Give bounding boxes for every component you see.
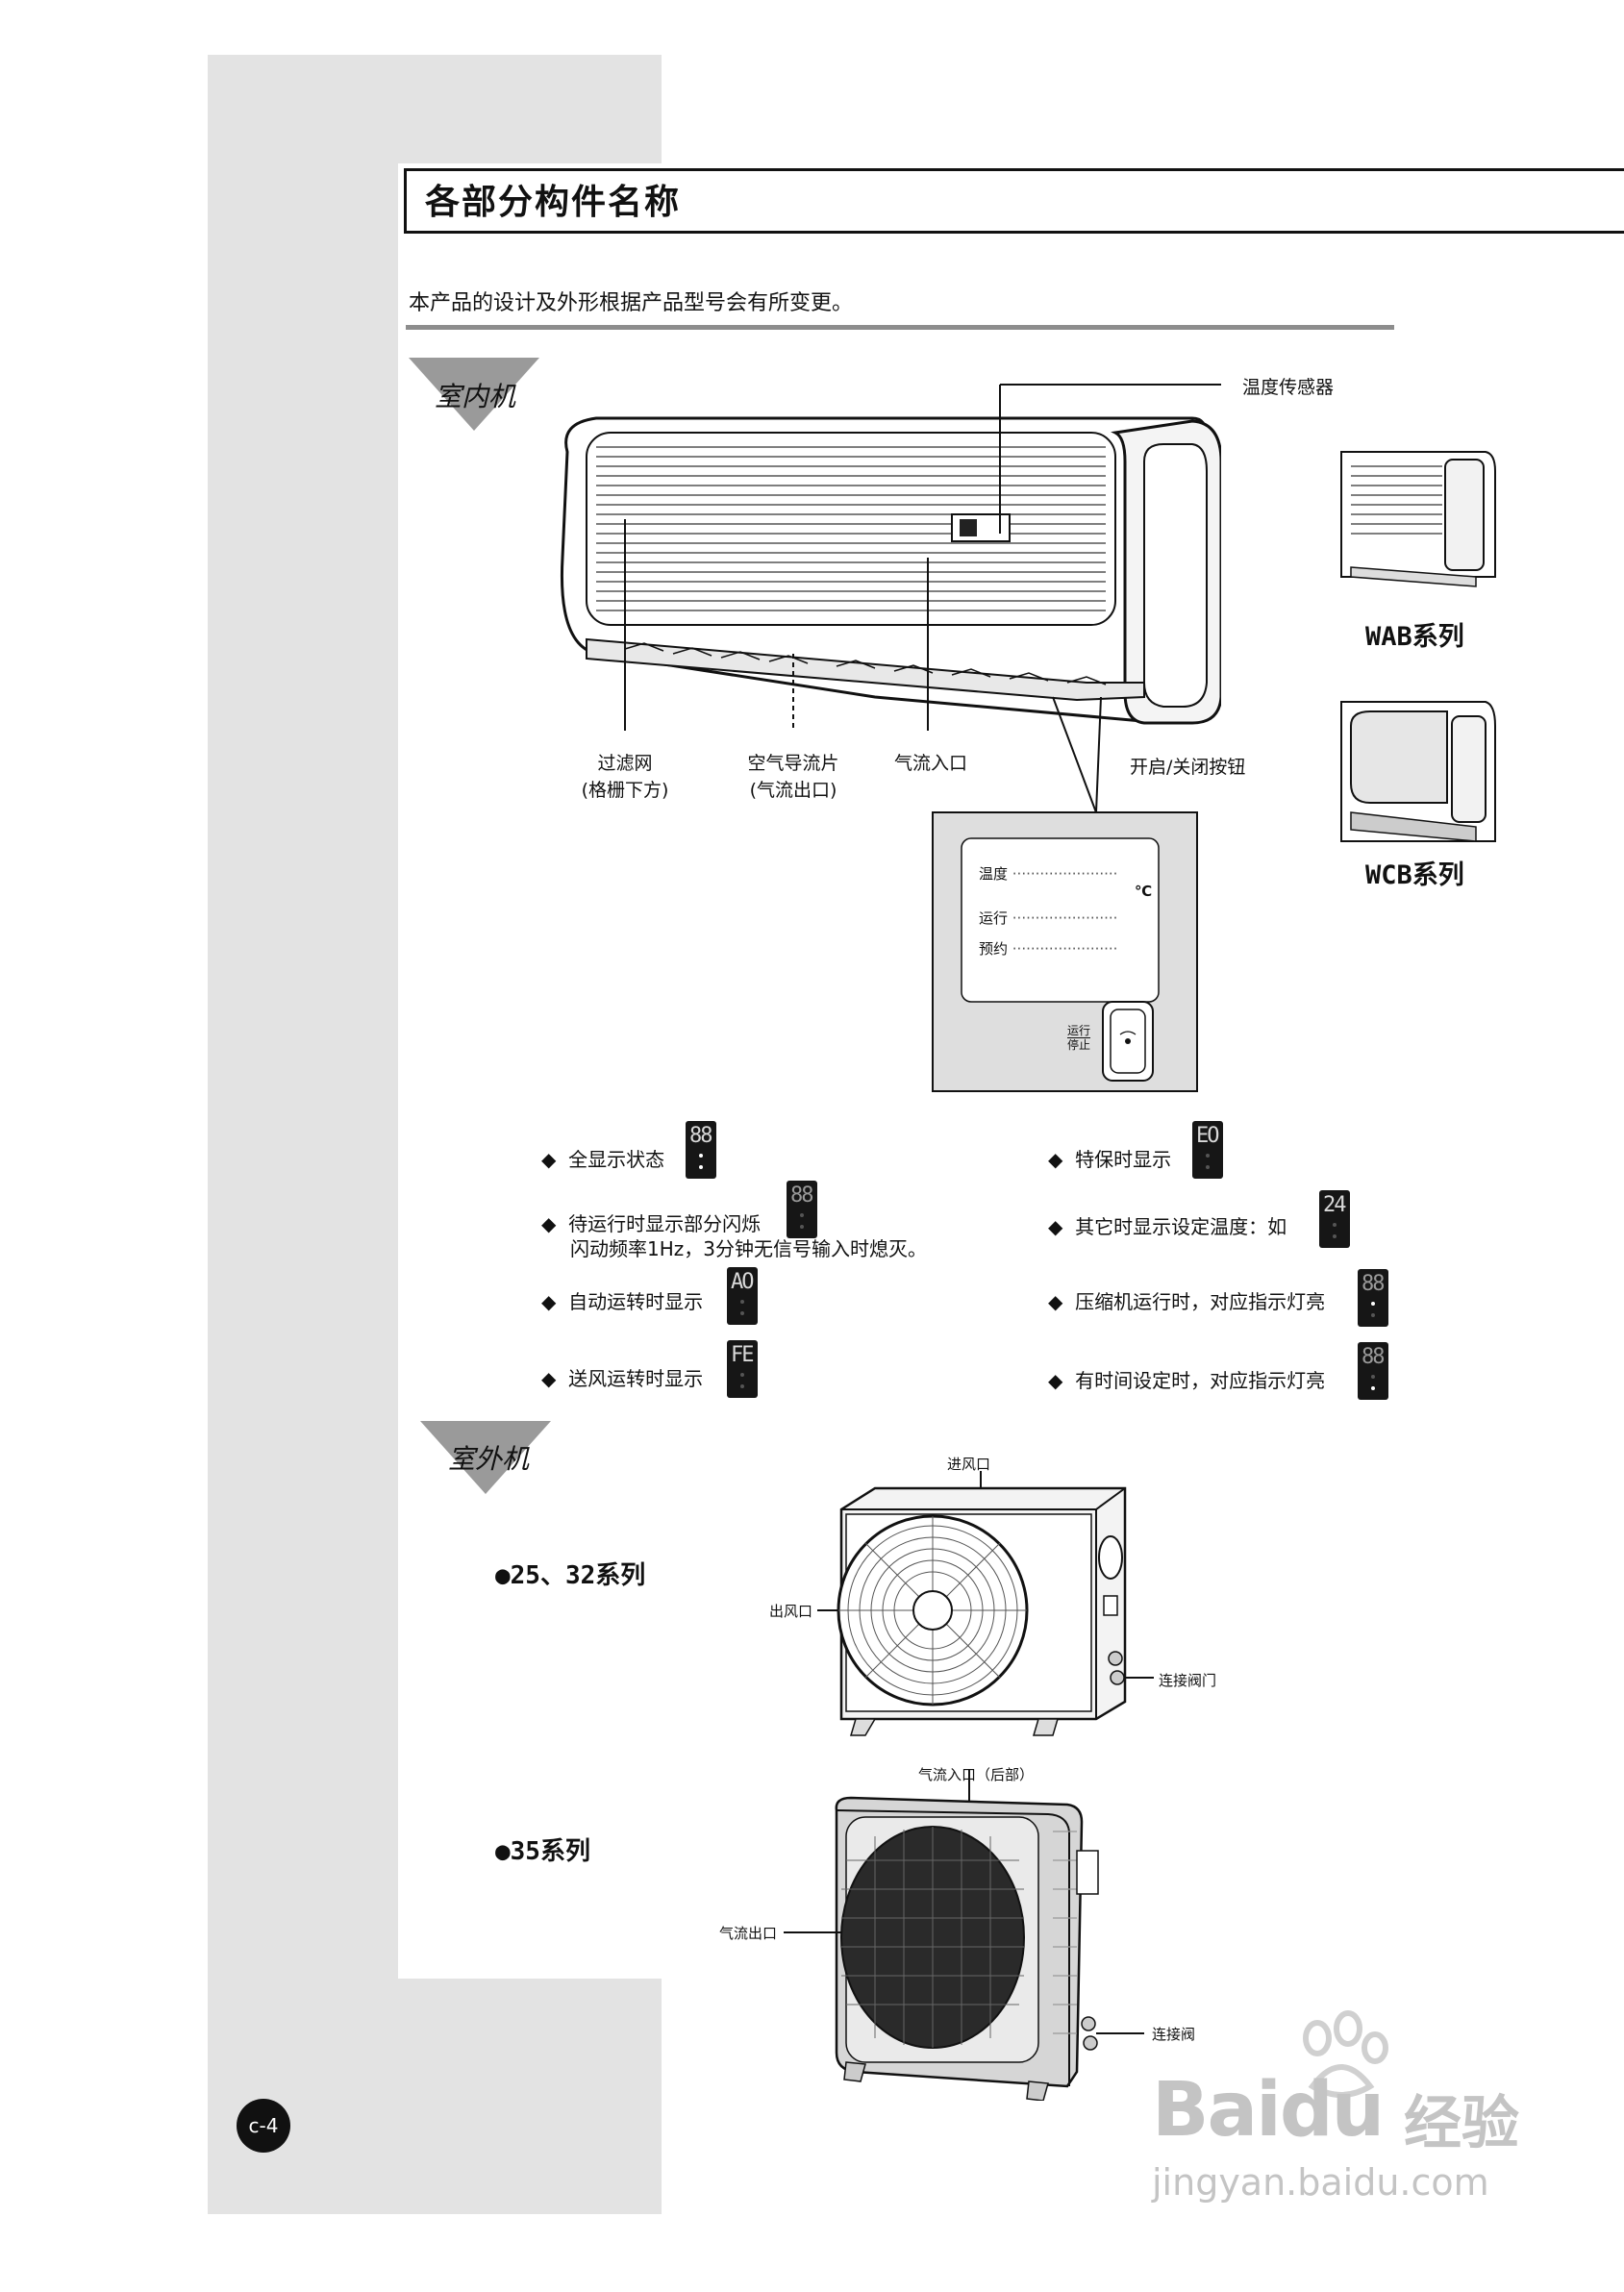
page-subtitle: 本产品的设计及外形根据产品型号会有所变更。 (409, 291, 854, 315)
temp-sensor-label: 温度传感器 (1242, 377, 1335, 398)
display-note-right-1-text: 特保时显示 (1075, 1148, 1172, 1171)
air-inlet-label: 气流入口 (893, 753, 967, 774)
display-note-left-3: ◆ 自动运转时显示 (541, 1290, 704, 1313)
panel-button-label: 运行 停止 (1067, 1024, 1091, 1052)
page-number-badge: c-4 (237, 2099, 290, 2153)
display-icon-right-3: 88 (1358, 1269, 1388, 1327)
unit1-intake-label: 进风口 (947, 1456, 991, 1473)
display-note-right-3-text: 压缩机运行时，对应指示灯亮 (1075, 1290, 1326, 1313)
unit1-outlet-label: 出风口 (769, 1603, 813, 1620)
display-note-left-3-text: 自动运转时显示 (568, 1290, 704, 1313)
display-note-right-4-text: 有时间设定时，对应指示灯亮 (1075, 1369, 1326, 1392)
indicator-dot (740, 1300, 744, 1304)
louver-label-sub: (气流出口) (749, 780, 837, 801)
display-note-left-1-text: 全显示状态 (568, 1148, 665, 1171)
display-note-left-1: ◆ 全显示状态 (541, 1148, 665, 1171)
panel-row-temp-label: 温度 (979, 865, 1009, 883)
display-note-right-2-text: 其它时显示设定温度：如 (1075, 1215, 1287, 1238)
display-note-right-4: ◆ 有时间设定时，对应指示灯亮 (1048, 1369, 1326, 1392)
indicator-dot (800, 1213, 804, 1217)
outdoor-section-marker (420, 1421, 551, 1494)
display-note-left-2: ◆ 待运行时显示部分闪烁 闪动频率1Hz，3分钟无信号输入时熄灭。 (541, 1212, 927, 1260)
display-note-right-3: ◆ 压缩机运行时，对应指示灯亮 (1048, 1290, 1326, 1313)
display-icon-right-2-digits: 24 (1323, 1193, 1346, 1217)
indicator-dot (740, 1373, 744, 1377)
display-icon-right-1: EO (1192, 1121, 1223, 1179)
indicator-dot (800, 1225, 804, 1229)
indicator-dot (740, 1311, 744, 1315)
outdoor-unit1-illustration (817, 1471, 1154, 1736)
watermark-brand-cn: 经验 (1404, 2090, 1519, 2157)
display-icon-left-2-digits: 88 (790, 1183, 813, 1208)
watermark-brand-bai: Bai (1152, 2067, 1282, 2154)
indicator-dot (1333, 1234, 1337, 1238)
unit2-valve-label: 连接阀 (1152, 2026, 1196, 2043)
indicator-dot (1333, 1223, 1337, 1227)
indicator-dot (1206, 1165, 1210, 1169)
outdoor-unit2-series: ●35系列 (495, 1837, 590, 1866)
display-icon-right-4-digits: 88 (1362, 1345, 1385, 1369)
indicator-dot (1371, 1313, 1375, 1317)
indoor-unit-illustration (560, 384, 1221, 731)
filter-label-main: 过滤网 (597, 753, 653, 774)
outdoor-section-label: 室外机 (448, 1443, 530, 1475)
indoor-section-marker (409, 358, 539, 431)
paw-logo-icon (1303, 2010, 1388, 2098)
panel-row-temp: 温度 ······················· (979, 865, 1118, 883)
wcb-variant-illustration (1340, 701, 1496, 842)
panel-button-label-bottom: 停止 (1067, 1038, 1091, 1052)
display-icon-right-2: 24 (1319, 1190, 1350, 1248)
display-icon-left-4-digits: FE (731, 1343, 754, 1367)
wab-series-label: WAB系列 (1365, 622, 1464, 652)
indicator-dot (699, 1154, 703, 1158)
indicator-dot (1371, 1302, 1375, 1306)
display-icon-left-3: AO (727, 1267, 758, 1325)
watermark-brand-du: du (1279, 2067, 1385, 2154)
louver-label-main: 空气导流片 (747, 753, 839, 774)
power-button-label: 开启/关闭按钮 (1130, 757, 1246, 778)
panel-row-timer: 预约 ······················· (979, 940, 1118, 958)
filter-label-sub: (格栅下方) (581, 780, 669, 801)
watermark-brand: Baidu (1152, 2067, 1385, 2154)
display-note-right-1: ◆ 特保时显示 (1048, 1148, 1172, 1171)
wcb-series-label: WCB系列 (1365, 860, 1464, 890)
display-icon-right-3-digits: 88 (1362, 1272, 1385, 1296)
display-icon-right-4: 88 (1358, 1342, 1388, 1400)
display-note-left-4-text: 送风运转时显示 (568, 1367, 704, 1390)
indicator-dot (1371, 1375, 1375, 1379)
panel-row-timer-label: 预约 (979, 940, 1009, 958)
unit1-valve-label: 连接阀门 (1159, 1672, 1217, 1689)
watermark-url: jingyan.baidu.com (1152, 2161, 1489, 2204)
indicator-dot (740, 1384, 744, 1388)
display-icon-left-2: 88 (787, 1181, 817, 1238)
display-icon-left-4: FE (727, 1340, 758, 1398)
unit2-outlet-label: 气流出口 (719, 1925, 778, 1942)
panel-button-label-top: 运行 (1067, 1024, 1091, 1038)
indicator-dot (1371, 1386, 1375, 1390)
display-note-left-2-text: 待运行时显示部分闪烁 (568, 1212, 762, 1235)
display-icon-right-1-digits: EO (1196, 1124, 1219, 1148)
display-note-left-4: ◆ 送风运转时显示 (541, 1367, 704, 1390)
display-icon-left-1: 88 (686, 1121, 716, 1179)
outdoor-unit1-series: ●25、32系列 (495, 1561, 646, 1590)
outdoor-unit2-illustration (784, 1769, 1144, 2101)
display-note-right-2: ◆ 其它时显示设定温度：如 (1048, 1215, 1287, 1238)
indicator-dot (1206, 1154, 1210, 1158)
indicator-dot (699, 1165, 703, 1169)
title-box (404, 168, 1624, 234)
unit2-intake-label: 气流入口（后部） (918, 1766, 1035, 1783)
filter-label: 过滤网 (格栅下方) (577, 750, 673, 804)
control-panel-callout (932, 696, 1198, 1092)
panel-unit: ℃ (1135, 883, 1153, 900)
wab-variant-illustration (1340, 451, 1496, 587)
subtitle-rule (406, 325, 1394, 330)
display-note-left-2-detail: 闪动频率1Hz，3分钟无信号输入时熄灭。 (570, 1237, 927, 1260)
panel-row-run-label: 运行 (979, 909, 1009, 927)
panel-row-run: 运行 ······················· (979, 909, 1118, 927)
page-title: 各部分构件名称 (425, 183, 682, 222)
indoor-section-label: 室内机 (435, 381, 516, 412)
display-icon-left-3-digits: AO (731, 1270, 754, 1294)
louver-label: 空气导流片 (气流出口) (740, 750, 846, 804)
display-icon-left-1-digits: 88 (689, 1124, 712, 1148)
